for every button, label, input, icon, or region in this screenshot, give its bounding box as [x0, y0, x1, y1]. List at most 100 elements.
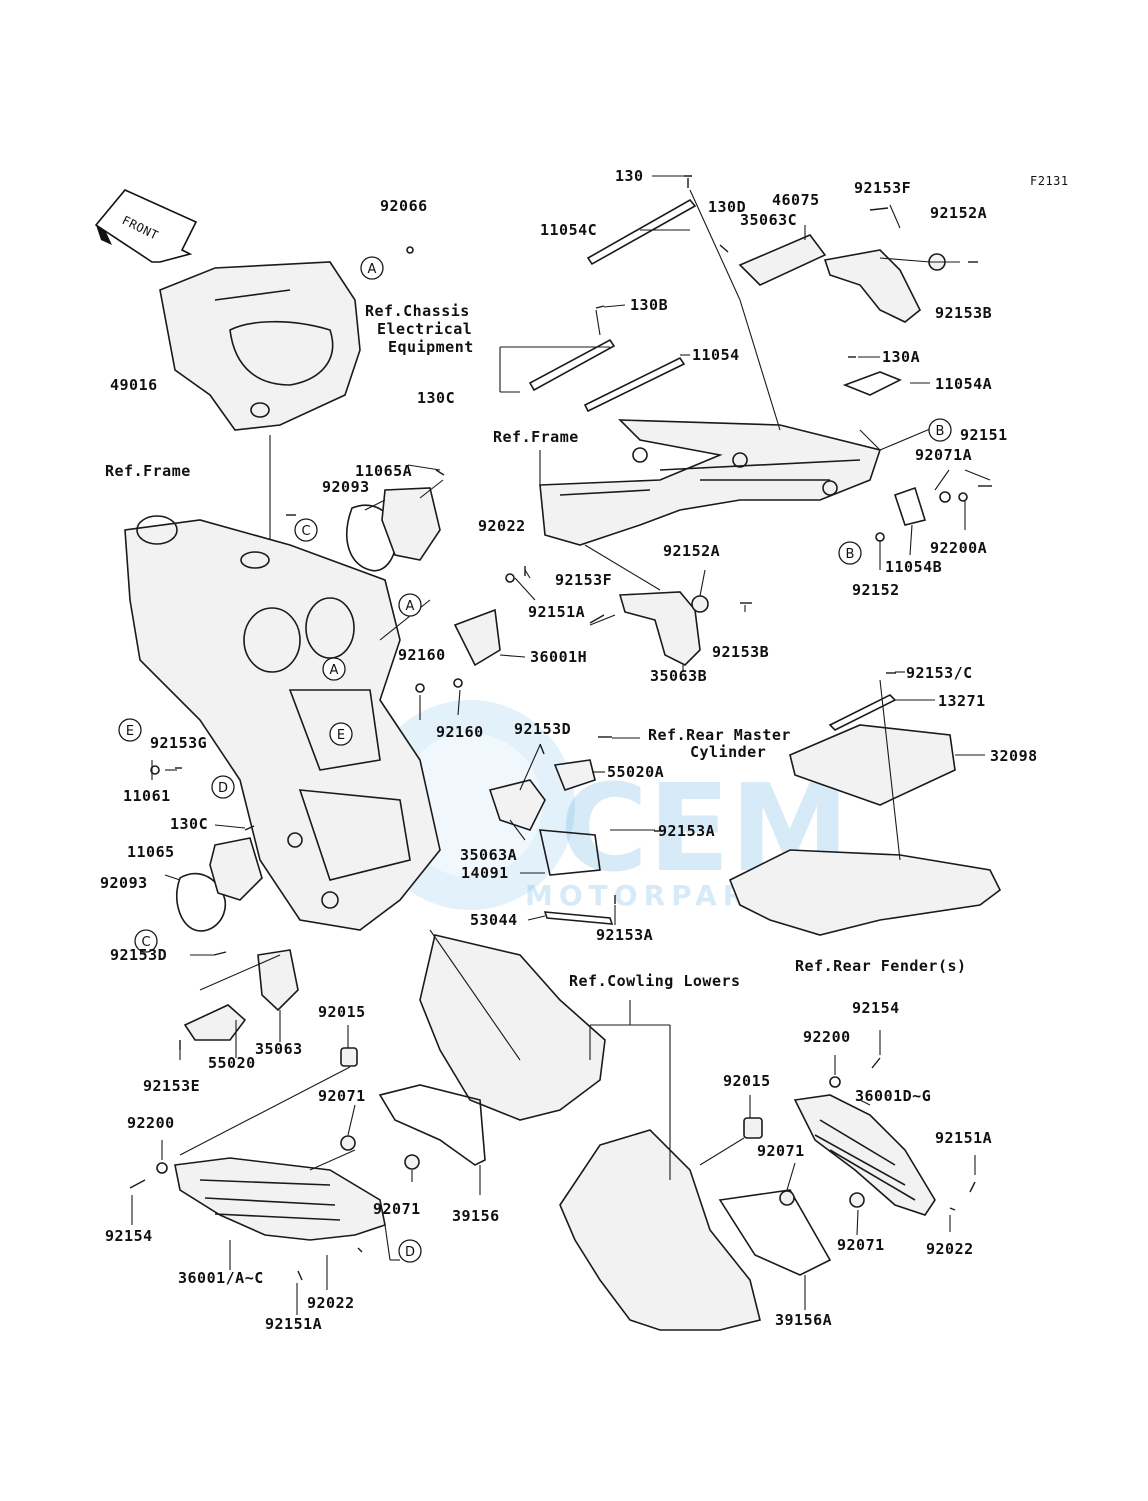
svg-text:B: B [936, 424, 945, 439]
rear-fender-part [728, 849, 1002, 936]
part-label-46075: 46075 [772, 191, 820, 209]
bracket-35063b-part [618, 591, 701, 666]
washer-92071a [939, 491, 951, 503]
grommet-92160-b [453, 678, 463, 688]
part-label-92093-top: 92093 [322, 478, 370, 496]
part-label-92153b-top: 92153B [935, 304, 992, 322]
part-label-92153b-mid: 92153B [712, 643, 769, 661]
part-label-92153a-a: 92153A [658, 822, 715, 840]
part-label-92153c: 92153/C [906, 664, 973, 682]
rail-11054-part [583, 356, 686, 413]
guard-46075-part [738, 234, 827, 286]
part-label-11054: 11054 [692, 346, 740, 364]
grommet-92071-l1 [340, 1135, 356, 1151]
part-label-92154-right: 92154 [852, 999, 900, 1017]
damper-92152a-mid [691, 595, 709, 613]
callout-c-1: C [294, 518, 318, 542]
bracket-35063-part [257, 949, 299, 1012]
cowling-lower-part [419, 934, 606, 1121]
callout-b-1: B [928, 418, 952, 442]
rail-11054c-part [586, 198, 697, 266]
part-label-92151a-right: 92151A [935, 1129, 992, 1147]
seat-cover-part [159, 261, 361, 431]
nut-11061 [150, 765, 160, 775]
reference-labels: Ref.Chassis Electrical Equipment Ref.Fra… [105, 302, 967, 990]
svg-text:E: E [126, 724, 134, 739]
part-labels: 130 130D 11054C 46075 35063C 92153F 9215… [100, 167, 1038, 1333]
callout-b-2: B [838, 541, 862, 565]
part-label-92151a-left: 92151A [265, 1315, 322, 1333]
part-label-92200a: 92200A [930, 539, 987, 557]
part-label-32098: 32098 [990, 747, 1038, 765]
subframe-part [539, 419, 882, 546]
bolts [129, 175, 992, 1281]
callout-a-1: A [360, 256, 384, 280]
callout-a-3: A [322, 657, 346, 681]
ref-cowling-lowers: Ref.Cowling Lowers [569, 972, 741, 990]
part-label-36001ac: 36001/A~C [178, 1269, 264, 1287]
plate-36001h-part [453, 608, 501, 667]
part-label-39156a: 39156A [775, 1311, 832, 1329]
main-frame-part [124, 515, 441, 931]
part-label-92153d-mid: 92153D [514, 720, 571, 738]
part-label-92022-left: 92022 [307, 1294, 355, 1312]
part-label-92151: 92151 [960, 426, 1008, 444]
part-label-35063b: 35063B [650, 667, 707, 685]
part-label-92200-right: 92200 [803, 1028, 851, 1046]
grommet-92071-r2 [849, 1192, 865, 1208]
svg-text:A: A [330, 663, 339, 678]
side-cover-36001dg-part [793, 1094, 936, 1216]
callout-e-1: E [118, 718, 142, 742]
svg-text:C: C [301, 524, 310, 539]
grommet-92071-l2 [404, 1154, 420, 1170]
part-label-11054c: 11054C [540, 221, 597, 239]
ref-rear-fender: Ref.Rear Fender(s) [795, 957, 967, 975]
side-cover-fins-left [199, 1179, 341, 1221]
part-label-92160-a: 92160 [398, 646, 446, 664]
washer-92022-mid [505, 573, 515, 583]
part-label-92153a-b: 92153A [596, 926, 653, 944]
washer-92200a [958, 492, 968, 502]
ref-frame-left: Ref.Frame [105, 462, 191, 480]
part-label-92160-b: 92160 [436, 723, 484, 741]
part-label-92015-left: 92015 [318, 1003, 366, 1021]
grommet-92071-r1 [779, 1190, 795, 1206]
part-label-92071-r1: 92071 [757, 1142, 805, 1160]
part-label-92093-low: 92093 [100, 874, 148, 892]
part-label-92066: 92066 [380, 197, 428, 215]
collar-92015-left [340, 1047, 358, 1067]
ref-chassis-line1: Ref.Chassis [365, 302, 470, 320]
part-label-92153d-low: 92153D [110, 946, 167, 964]
bracket-35063c-part [823, 249, 922, 323]
bracket-11054b-part [893, 486, 927, 526]
part-label-130a: 130A [882, 348, 920, 366]
part-label-92153e: 92153E [143, 1077, 200, 1095]
part-label-39156: 39156 [452, 1207, 500, 1225]
svg-text:B: B [846, 547, 855, 562]
washer-92200-right [829, 1076, 841, 1088]
rod-53044-part [543, 911, 614, 925]
part-label-92071-r2: 92071 [837, 1236, 885, 1254]
part-label-92071a: 92071A [915, 446, 972, 464]
svg-text:A: A [368, 262, 377, 277]
grommet-92160-a [415, 683, 425, 693]
part-label-92015-right: 92015 [723, 1072, 771, 1090]
guard-55020a-part [553, 759, 596, 791]
part-label-92153g: 92153G [150, 734, 207, 752]
washer-92200-left [156, 1162, 168, 1174]
ref-chassis-line2: Electrical [377, 320, 472, 338]
svg-text:D: D [218, 781, 228, 796]
cowling-center-part [559, 1129, 761, 1331]
part-label-11054a: 11054A [935, 375, 992, 393]
part-label-55020a: 55020A [607, 763, 664, 781]
cover-11065-part [209, 837, 263, 901]
washer-92152 [875, 532, 885, 542]
part-label-49016: 49016 [110, 376, 158, 394]
part-label-92152: 92152 [852, 581, 900, 599]
inner-panel-39156a-part [718, 1189, 832, 1276]
part-label-53044: 53044 [470, 911, 518, 929]
part-label-55020: 55020 [208, 1054, 256, 1072]
part-label-11065: 11065 [127, 843, 175, 861]
